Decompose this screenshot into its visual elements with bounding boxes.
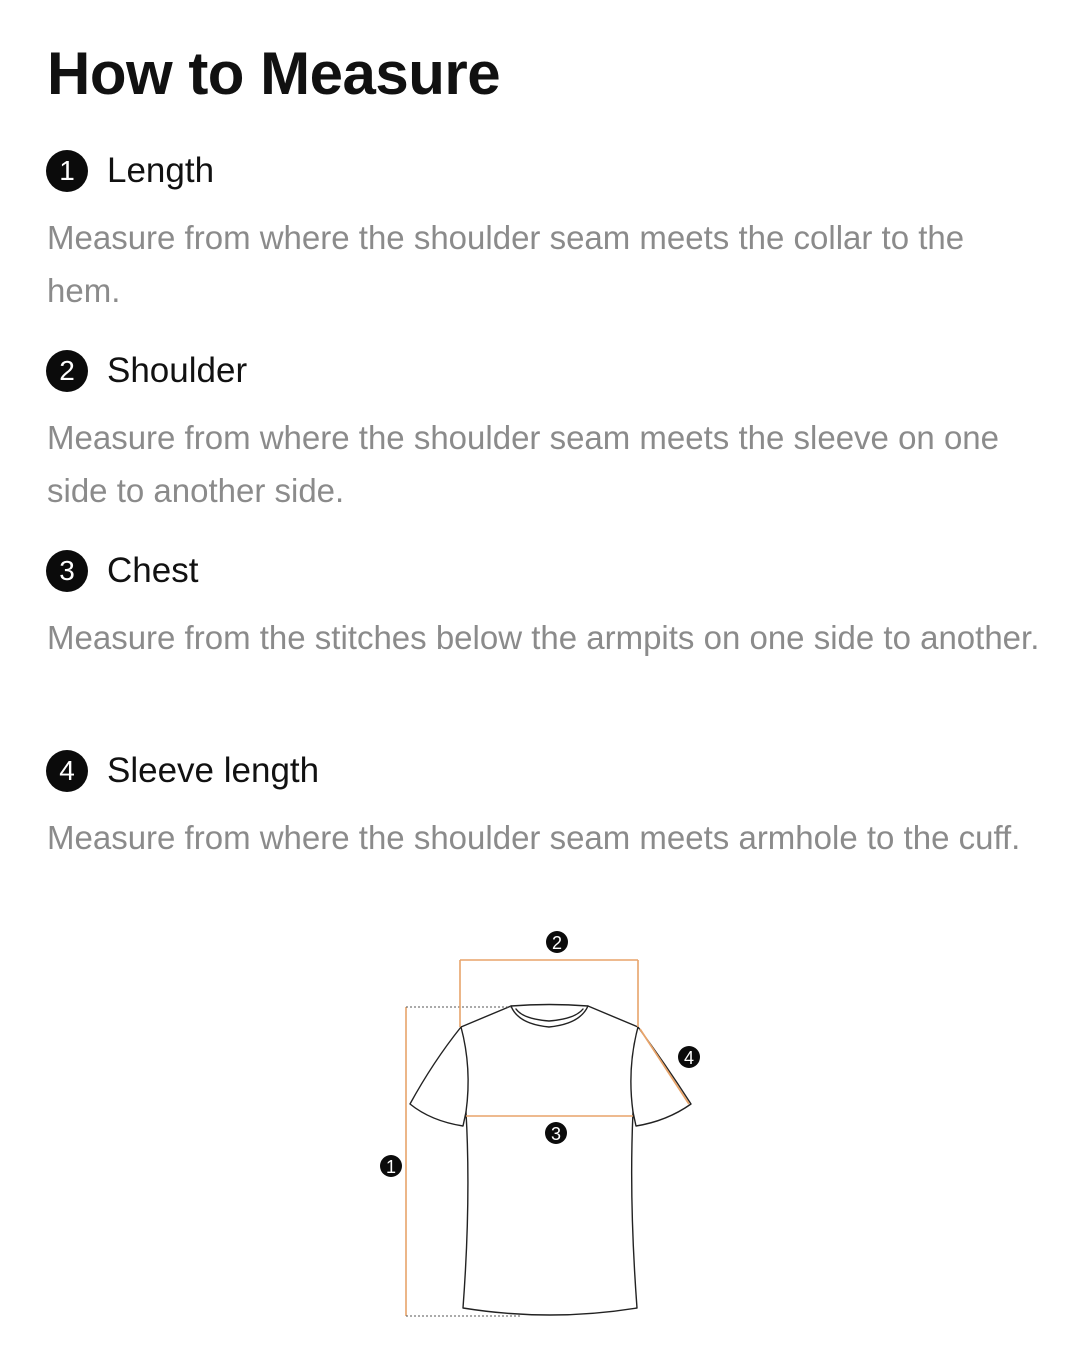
- marker-length: 1: [380, 1155, 402, 1177]
- marker-shoulder: 2: [546, 931, 568, 953]
- section-header: 3 Chest: [46, 549, 1046, 593]
- marker-chest: 3: [545, 1122, 567, 1144]
- section-header: 4 Sleeve length: [46, 749, 1046, 793]
- marker-chest-label: 3: [551, 1124, 561, 1144]
- section-title-shoulder: Shoulder: [107, 351, 248, 390]
- number-badge: 2: [46, 350, 88, 392]
- measurement-diagram: 2 4 3 1: [350, 920, 730, 1330]
- section-chest: 3 Chest Measure from the stitches below …: [46, 549, 1046, 664]
- section-sleeve-length: 4 Sleeve length Measure from where the s…: [46, 749, 1046, 864]
- length-measurement-line: [405, 1006, 520, 1317]
- section-description-length: Measure from where the shoulder seam mee…: [47, 219, 965, 309]
- marker-sleeve-label: 4: [684, 1048, 694, 1068]
- t-shirt-diagram: 2 4 3 1: [380, 931, 700, 1317]
- section-title-chest: Chest: [107, 551, 199, 590]
- number-badge: 4: [46, 750, 88, 792]
- section-description-chest: Measure from the stitches below the armp…: [47, 619, 1040, 656]
- section-header: 1 Length: [46, 149, 1046, 193]
- section-length: 1 Length Measure from where the shoulder…: [46, 149, 1046, 317]
- section-header: 2 Shoulder: [46, 349, 1046, 393]
- t-shirt-icon: [409, 1003, 692, 1316]
- section-shoulder: 2 Shoulder Measure from where the should…: [46, 349, 1046, 517]
- marker-length-label: 1: [386, 1157, 396, 1177]
- section-description-shoulder: Measure from where the shoulder seam mee…: [47, 419, 1000, 509]
- section-title-sleeve-length: Sleeve length: [107, 751, 320, 790]
- number-badge: 3: [46, 550, 88, 592]
- marker-shoulder-label: 2: [552, 933, 562, 953]
- number-badge: 1: [46, 150, 88, 192]
- section-description-sleeve-length: Measure from where the shoulder seam mee…: [47, 819, 1021, 856]
- section-title-length: Length: [107, 151, 215, 190]
- shoulder-measurement-line: [459, 959, 639, 1027]
- sleeve-measurement-line: [639, 1028, 690, 1105]
- page-title: How to Measure: [47, 40, 501, 107]
- marker-sleeve: 4: [678, 1046, 700, 1068]
